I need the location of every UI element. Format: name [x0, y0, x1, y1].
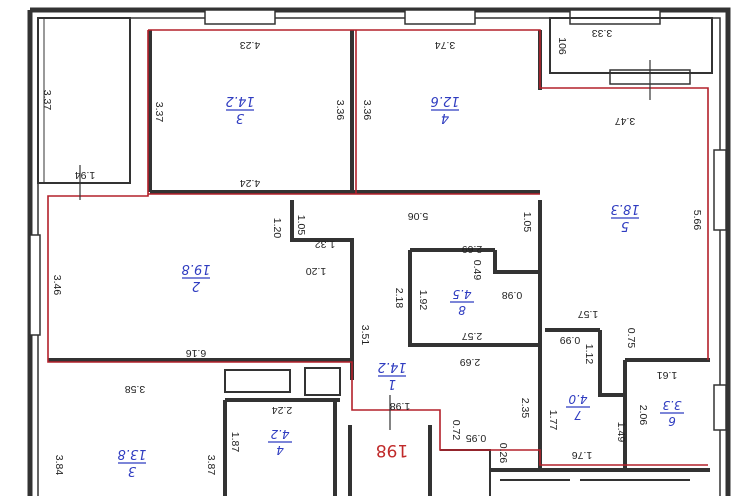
window-markers	[79, 60, 651, 430]
dimension-label: 1.05	[521, 212, 533, 233]
total-area-label: 198	[376, 440, 408, 460]
room-label: 1 14.2	[378, 359, 407, 391]
room-label: 3 14.2	[226, 93, 255, 125]
room-label: 6 3.3	[660, 398, 684, 428]
dimension-label: 1.77	[547, 410, 559, 431]
svg-text:2: 2	[192, 278, 200, 293]
dimension-label: 1.32	[315, 238, 336, 250]
dimension-label: 0.72	[450, 420, 462, 441]
window	[713, 149, 727, 231]
dimension-label: 3.47	[615, 115, 636, 127]
dimension-label: 1.61	[657, 369, 678, 381]
dimension-label: 3.36	[361, 100, 373, 121]
dimension-label: 1.12	[583, 344, 595, 365]
dimension-label: 3.58	[125, 383, 146, 395]
room-label: 2 19.8	[182, 261, 211, 293]
dimension-label: 1.05	[295, 215, 307, 236]
dimension-label: 4.23	[240, 39, 261, 51]
dimension-label: 3.46	[51, 275, 63, 296]
window	[204, 9, 276, 25]
window	[404, 9, 476, 25]
svg-text:3: 3	[128, 463, 136, 478]
room-label: 3 13.8	[118, 446, 147, 478]
balcony-right	[549, 17, 713, 74]
svg-text:12.6: 12.6	[431, 93, 460, 108]
dimension-label: 1.20	[271, 218, 283, 239]
room-label: 8 4.5	[450, 287, 474, 317]
dimension-label: 2.06	[637, 405, 649, 426]
dimension-label: 6.16	[186, 347, 207, 359]
svg-text:4.5: 4.5	[452, 287, 471, 301]
dimension-label: 0.49	[471, 260, 483, 281]
dimension-label: 3.33	[592, 27, 613, 39]
dimension-label: 0.26	[497, 443, 509, 464]
dimension-label: 1.94	[75, 169, 96, 181]
svg-text:19.8: 19.8	[182, 261, 211, 276]
svg-text:14.2: 14.2	[226, 93, 255, 108]
svg-text:13.8: 13.8	[118, 446, 147, 461]
dimension-label: 3.51	[359, 325, 371, 346]
dimension-label: 2.35	[519, 398, 531, 419]
apartment-boundary	[47, 29, 709, 466]
dimension-label: 2.57	[462, 330, 483, 342]
dimension-label: 3.36	[334, 100, 346, 121]
svg-text:4: 4	[276, 443, 284, 457]
room-label: 4 12.6	[431, 93, 460, 125]
svg-text:4.2: 4.2	[270, 427, 289, 441]
dimension-label: 3.37	[41, 90, 53, 111]
dimension-label: 3.87	[205, 455, 217, 476]
dimension-label: 1.20	[306, 265, 327, 277]
inner-walls	[48, 30, 710, 496]
dimension-label: 1.92	[417, 290, 429, 311]
dimension-label: 0.95	[466, 432, 487, 444]
room-label: 5 18.3	[611, 201, 640, 233]
dimension-label: 1.98	[390, 400, 411, 412]
dimension-label: 5.66	[691, 210, 703, 231]
dimension-label: 3.84	[53, 455, 65, 476]
svg-text:1: 1	[388, 376, 396, 391]
dimension-labels: 4.23 3.74 3.33 106 3.37 3.36 3.36 3.37 4…	[41, 27, 703, 475]
svg-text:4.0: 4.0	[568, 392, 587, 406]
svg-text:198: 198	[376, 440, 408, 460]
dimension-label: 1.76	[572, 449, 593, 461]
dimension-label: 0.99	[560, 334, 581, 346]
svg-text:8: 8	[458, 303, 466, 317]
dimension-label: 106	[556, 37, 568, 55]
dimension-label: 1.49	[615, 422, 627, 443]
svg-text:6: 6	[668, 414, 676, 428]
dimension-label: 1.87	[229, 432, 241, 453]
dimension-label: 4.24	[240, 177, 261, 189]
svg-text:3.3: 3.3	[662, 398, 681, 412]
dimension-label: 3.37	[153, 102, 165, 123]
dimension-label: 0.98	[502, 289, 523, 301]
dimension-label: 2.69	[460, 356, 481, 368]
svg-text:4: 4	[441, 110, 449, 125]
room-label: 4 4.2	[268, 427, 292, 457]
dimension-label: 5.06	[408, 210, 429, 222]
window	[29, 234, 41, 336]
dimension-label: 2.24	[272, 404, 293, 416]
dimension-label: 0.75	[625, 328, 637, 349]
dimension-label: 1.57	[578, 308, 599, 320]
svg-text:14.2: 14.2	[378, 359, 407, 374]
room-label: 7 4.0	[566, 392, 590, 422]
dimension-label: 2.18	[393, 288, 405, 309]
svg-text:7: 7	[574, 408, 582, 422]
svg-text:5: 5	[621, 218, 629, 233]
svg-text:3: 3	[236, 110, 244, 125]
room-labels: 3 14.2 4 12.6 5 18.3 2 19.8 8 4.5 1 14.2	[118, 93, 684, 478]
dimension-label: 3.74	[435, 39, 456, 51]
svg-text:18.3: 18.3	[611, 201, 640, 216]
window	[713, 384, 727, 431]
balcony-left	[37, 17, 131, 184]
dimension-label: 2.69	[462, 243, 483, 255]
